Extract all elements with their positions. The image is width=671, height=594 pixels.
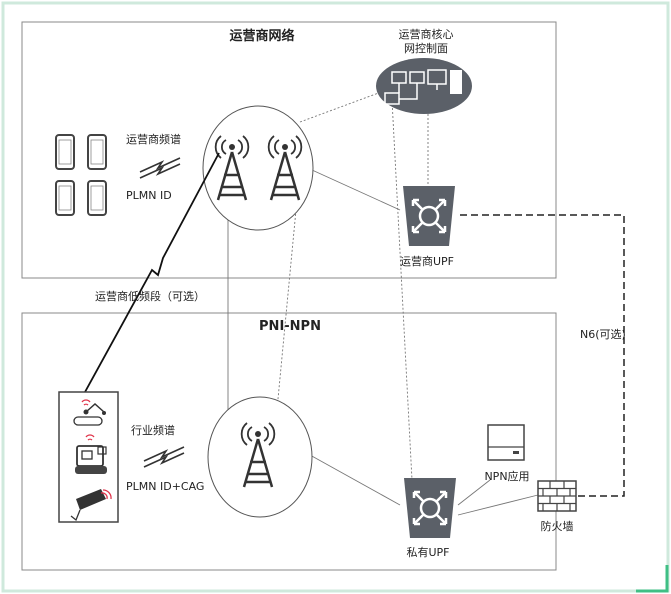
line-ran-to-pni-tower-dotted: [275, 209, 297, 421]
line-private-upf-to-npn-app: [457, 479, 491, 506]
operator-ran-ellipse: [202, 105, 314, 231]
phone-icon: [55, 180, 75, 216]
line-n6-dashed: [460, 214, 625, 497]
firewall-icon: [537, 480, 577, 512]
pni-npn-title: PNI-NPN: [259, 319, 321, 334]
firewall-label: 防火墙: [541, 519, 574, 533]
line-private-upf-to-firewall: [457, 494, 539, 516]
npn-app-label: NPN应用: [484, 469, 529, 483]
operator-spectrum-label: 运营商频谱: [126, 132, 181, 146]
plmn-cag-label: PLMN ID+CAG: [126, 480, 204, 493]
line-pni-ran-to-private-upf: [309, 454, 401, 506]
operator-upf-label: 运营商UPF: [400, 254, 454, 268]
frame-corner-accent: [636, 565, 669, 593]
low-band-link-line: [84, 152, 220, 393]
pni-ran-ellipse: [207, 396, 313, 518]
phone-icon: [87, 180, 107, 216]
low-band-label: 运营商低频段（可选）: [95, 289, 205, 303]
line-core-to-private-upf: [391, 99, 413, 481]
operator-network-box: [21, 21, 557, 279]
private-upf-icon: [402, 476, 458, 540]
line-ran-to-upf: [311, 169, 401, 211]
n6-label: N6(可选): [580, 328, 626, 341]
private-upf-label: 私有UPF: [406, 545, 449, 559]
npn-app-server-icon: [487, 424, 525, 461]
industrial-devices-box: [58, 391, 119, 523]
plmn-id-label: PLMN ID: [126, 189, 172, 202]
industry-spectrum-label: 行业频谱: [131, 423, 175, 437]
phone-icon: [87, 134, 107, 170]
line-ran-to-core: [299, 87, 393, 123]
core-label-line1: 运营商核心: [399, 27, 454, 41]
core-label-line2: 网控制面: [404, 41, 448, 55]
operator-upf-icon: [401, 184, 457, 248]
operator-network-title: 运营商网络: [229, 28, 294, 44]
phone-icon: [55, 134, 75, 170]
core-control-plane-icon: [376, 58, 472, 114]
connection-lines: [227, 87, 625, 516]
